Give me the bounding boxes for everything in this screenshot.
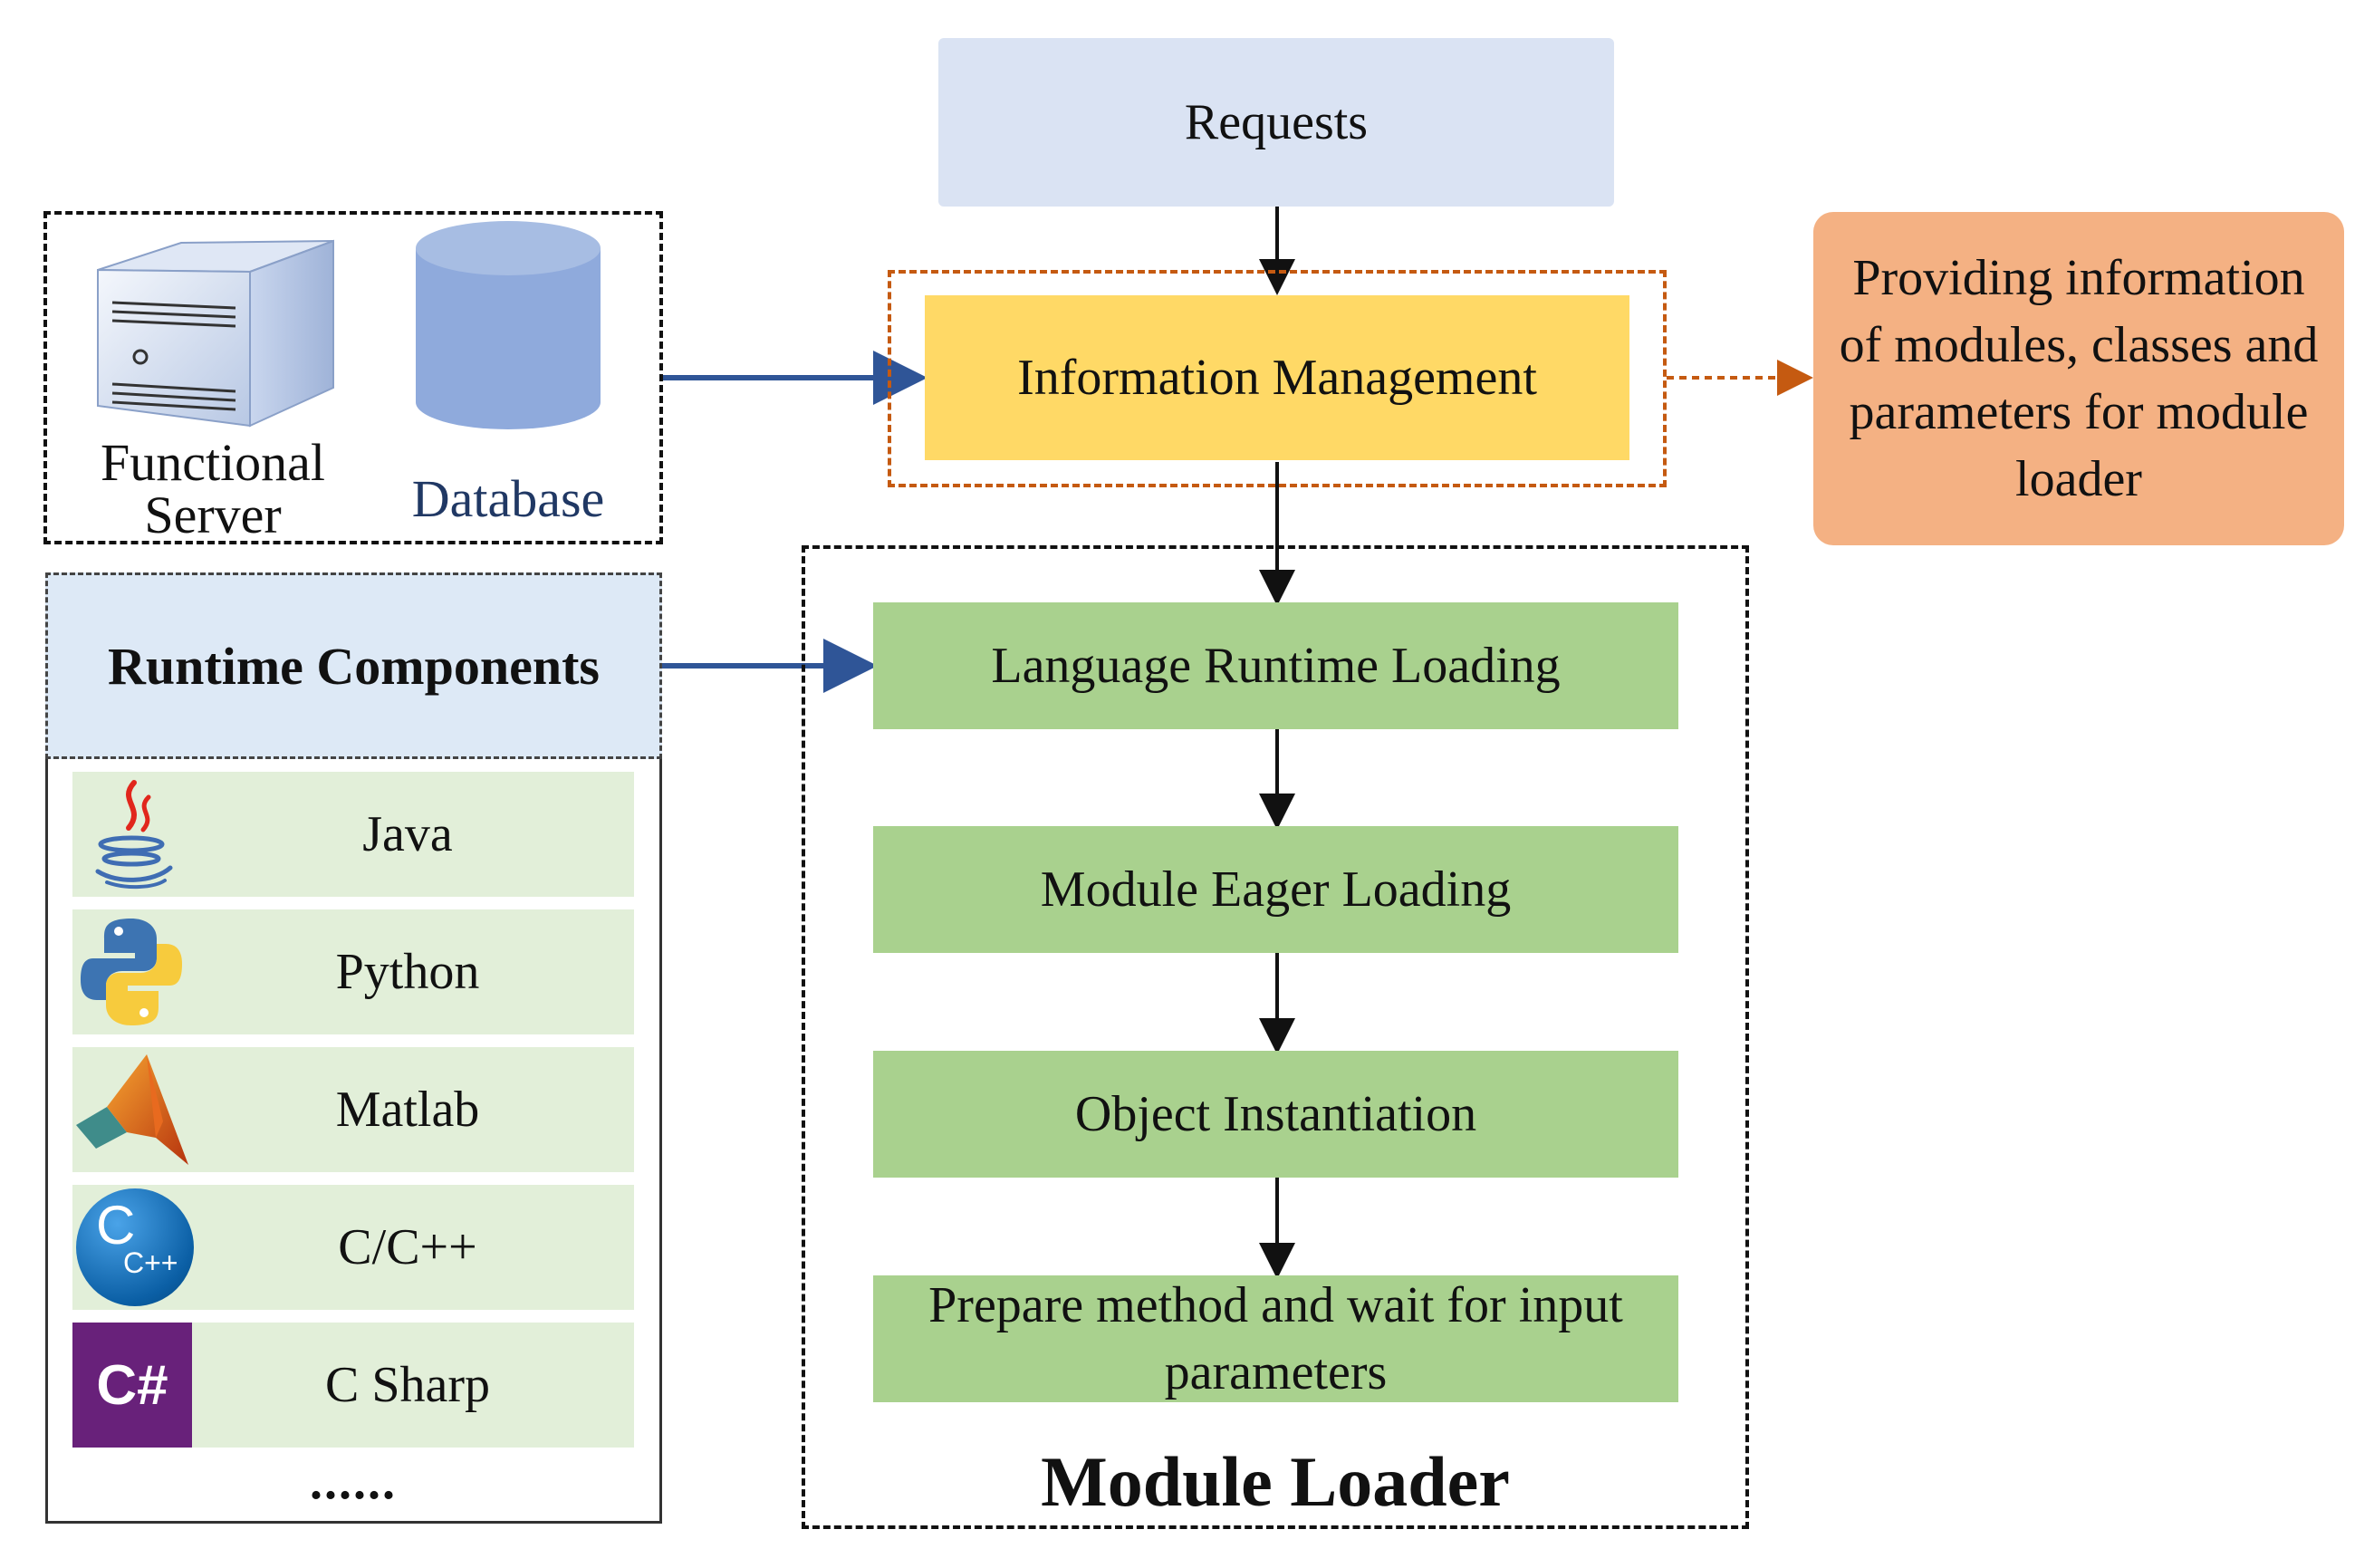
step-object-instantiation: Object Instantiation bbox=[873, 1051, 1678, 1178]
provider-note-label: Providing information of modules, classe… bbox=[1839, 250, 2319, 507]
step-object-instantiation-label: Object Instantiation bbox=[1074, 1086, 1477, 1142]
step-module-eager-loading-label: Module Eager Loading bbox=[1040, 861, 1512, 918]
database-label-text: Database bbox=[411, 468, 605, 528]
module-loader-group bbox=[802, 545, 1749, 1529]
more-languages-ellipsis: ...... bbox=[72, 1454, 634, 1510]
matlab-icon bbox=[76, 1054, 188, 1165]
cpp-icon-pp: C++ bbox=[123, 1246, 178, 1279]
step-module-eager-loading: Module Eager Loading bbox=[873, 826, 1678, 953]
runtime-row-java: Java bbox=[72, 772, 634, 897]
step-language-runtime-loading-label: Language Runtime Loading bbox=[991, 638, 1561, 694]
module-loader-title-text: Module Loader bbox=[1041, 1442, 1510, 1521]
cpp-icon-letter: C bbox=[96, 1195, 136, 1255]
requests-box: Requests bbox=[938, 38, 1614, 207]
python-icon bbox=[81, 919, 182, 1025]
server-database-group bbox=[43, 211, 663, 544]
step-language-runtime-loading: Language Runtime Loading bbox=[873, 602, 1678, 729]
more-languages-text: ...... bbox=[310, 1454, 397, 1510]
information-management-box: Information Management bbox=[925, 295, 1629, 460]
runtime-row-matlab: Matlab bbox=[72, 1047, 634, 1172]
information-management-label: Information Management bbox=[1017, 350, 1537, 406]
java-icon bbox=[95, 780, 173, 890]
step-prepare-method: Prepare method and wait for input parame… bbox=[873, 1275, 1678, 1402]
runtime-row-csharp: C# C Sharp bbox=[72, 1323, 634, 1448]
runtime-row-cpp: C C++ C/C++ bbox=[72, 1185, 634, 1310]
csharp-icon-text: C# bbox=[96, 1353, 168, 1417]
database-label: Database bbox=[380, 464, 636, 533]
requests-label: Requests bbox=[1184, 94, 1369, 150]
runtime-components-label: Runtime Components bbox=[108, 636, 600, 696]
runtime-row-python: Python bbox=[72, 909, 634, 1034]
module-loader-title: Module Loader bbox=[802, 1437, 1749, 1527]
functional-server-label-line1: Functional bbox=[100, 433, 326, 492]
runtime-row-csharp-label: C Sharp bbox=[325, 1357, 490, 1413]
csharp-icon: C# bbox=[72, 1323, 192, 1448]
database-icon bbox=[416, 221, 601, 429]
runtime-row-cpp-label: C/C++ bbox=[338, 1219, 477, 1275]
runtime-row-matlab-label: Matlab bbox=[335, 1082, 480, 1138]
cpp-icon: C C++ bbox=[76, 1188, 194, 1306]
functional-server-label-line2: Server bbox=[144, 486, 282, 544]
runtime-components-header: Runtime Components bbox=[45, 572, 662, 759]
information-management-group bbox=[888, 270, 1667, 487]
functional-server-icon bbox=[97, 239, 334, 428]
runtime-row-python-label: Python bbox=[335, 944, 480, 1000]
provider-note-box: Providing information of modules, classe… bbox=[1813, 212, 2344, 545]
runtime-row-java-label: Java bbox=[362, 806, 453, 862]
step-prepare-method-label: Prepare method and wait for input parame… bbox=[928, 1277, 1623, 1400]
functional-server-label: Functional Server bbox=[72, 435, 353, 544]
